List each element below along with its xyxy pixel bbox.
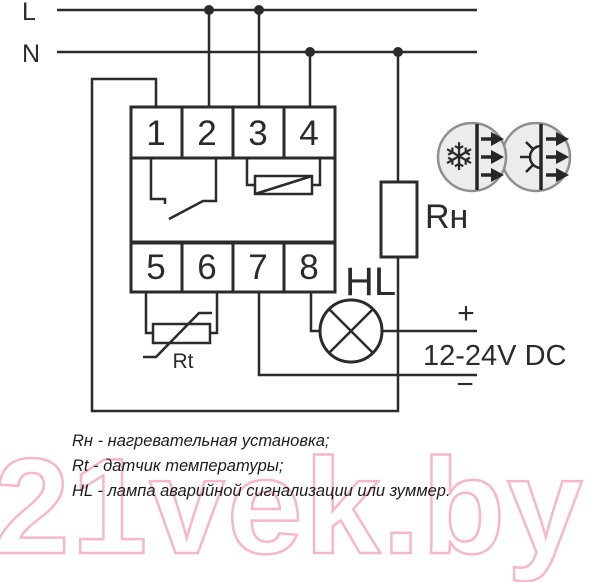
terminal-2: 2 <box>197 114 216 153</box>
live-line-label: L <box>22 0 36 26</box>
terminal-1: 1 <box>146 114 165 153</box>
neutral-line-label: N <box>22 40 40 68</box>
legend: Rн - нагревательная установка; Rt - датч… <box>72 429 451 504</box>
terminal-row-bottom: 5 6 7 8 <box>129 241 337 294</box>
snowflake-heat-transfer-icon: ❄ <box>436 121 508 193</box>
alarm-lamp-hl: HL <box>309 260 477 364</box>
sun-heat-transfer-icon <box>500 121 572 193</box>
heater-symbol <box>379 180 419 259</box>
heat-flow-arrows <box>546 132 569 182</box>
terminal-8: 8 <box>299 248 318 287</box>
lamp-label: HL <box>345 260 396 304</box>
terminal-5: 5 <box>146 248 165 287</box>
terminal-3: 3 <box>248 114 267 153</box>
internal-resistor-symbol <box>245 158 322 196</box>
heater-rh: Rн <box>379 180 468 259</box>
relay-wiring-schematic: L N 1 2 3 4 <box>22 0 572 413</box>
snowflake-icon: ❄ <box>443 137 475 179</box>
supply-plus-label: + <box>457 297 475 330</box>
terminal-row-top: 1 2 3 4 <box>129 105 337 160</box>
heat-flow-arrows <box>481 132 504 182</box>
sensor-label: Rt <box>173 350 194 373</box>
supply-minus-label: − <box>456 368 474 401</box>
terminal-6: 6 <box>197 248 216 287</box>
legend-item-sensor: Rt - датчик температуры; <box>72 457 284 475</box>
terminal-4: 4 <box>299 114 318 153</box>
wire-terminal-7-to-minus <box>257 292 477 377</box>
legend-item-lamp: HL - лампа аварийной сигнализации или зу… <box>72 482 451 500</box>
temperature-sensor-rt: Rt <box>143 292 219 373</box>
wiring-diagram-page: 21vek.by L N 1 2 3 4 <box>0 0 584 575</box>
heater-label: Rн <box>425 198 468 236</box>
supply-voltage-label: 12-24V DC <box>423 340 566 372</box>
relay-contact-symbol <box>149 158 218 221</box>
terminal-7: 7 <box>248 248 267 287</box>
wire-terminal-1-to-heater <box>90 77 400 413</box>
legend-item-heater: Rн - нагревательная установка; <box>72 432 330 450</box>
